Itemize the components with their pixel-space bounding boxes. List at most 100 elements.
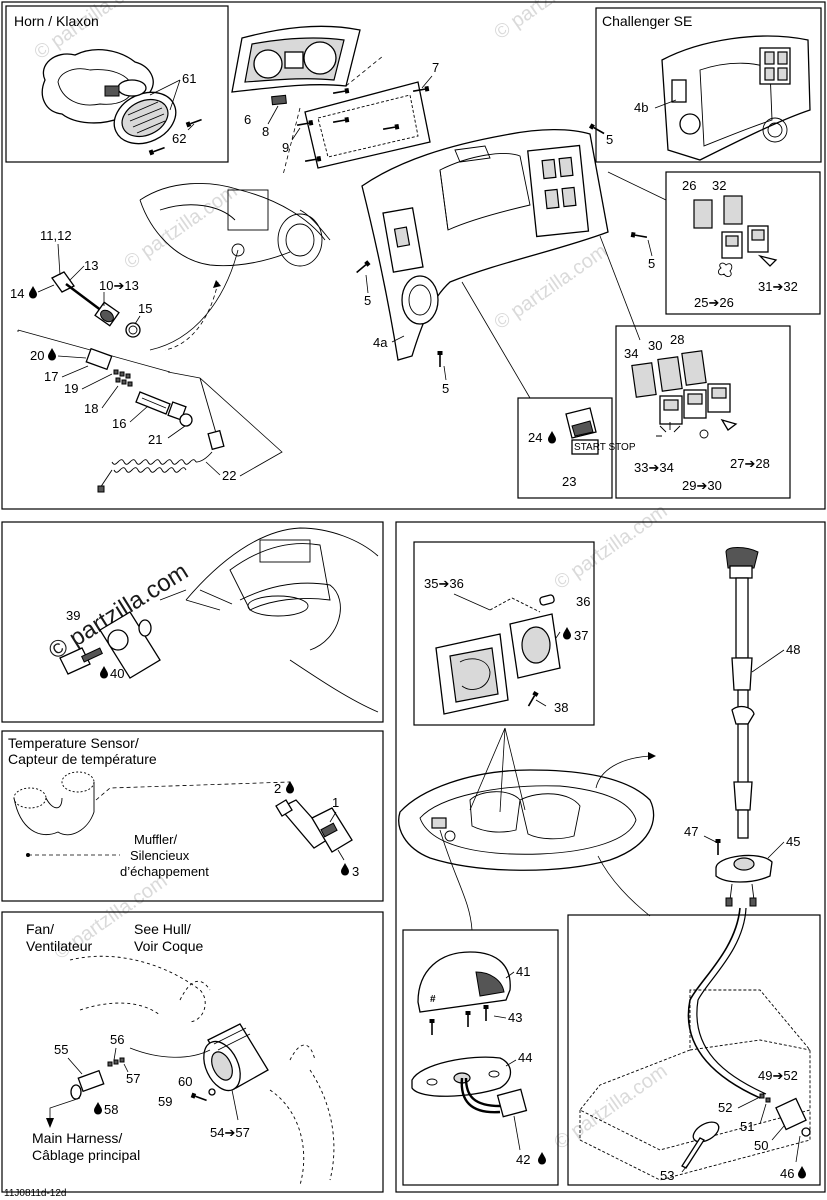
temp-title-line2: Capteur de température <box>8 751 157 767</box>
fan-connector <box>70 1057 125 1100</box>
callout-55: 55 <box>54 1042 68 1057</box>
svg-text:#: # <box>430 994 436 1005</box>
callout-53: 53 <box>660 1168 674 1183</box>
callout-44: 44 <box>518 1050 532 1065</box>
switches-kit-a <box>717 225 778 278</box>
callout-5-left: 5 <box>364 293 371 308</box>
callout-29-30: 29➔30 <box>682 478 722 493</box>
cluster-gasket <box>304 81 431 169</box>
callout-45: 45 <box>786 834 800 849</box>
switch-kit-panel-b <box>615 325 791 499</box>
callout-17: 17 <box>44 369 58 384</box>
accessory-outlet <box>59 611 161 679</box>
gauge-cluster <box>231 25 361 106</box>
horn-title: Horn / Klaxon <box>14 13 99 29</box>
callout-36: 36 <box>576 594 590 609</box>
accessory-connector <box>85 347 193 427</box>
callout-26: 26 <box>682 178 696 193</box>
callout-30: 30 <box>648 338 662 353</box>
challenger-title: Challenger SE <box>602 13 692 29</box>
lights-panel <box>395 521 826 1193</box>
callout-25-26: 25➔26 <box>694 295 734 310</box>
harness-line2: Câblage principal <box>32 1147 140 1163</box>
pole-light-connector <box>759 1093 811 1137</box>
callout-5-top-right: 5 <box>606 132 613 147</box>
callout-47: 47 <box>684 824 698 839</box>
callout-41: 41 <box>516 964 530 979</box>
callout-13: 13 <box>84 258 98 273</box>
gauge-light-inset <box>413 541 595 726</box>
callout-50: 50 <box>754 1138 768 1153</box>
start-button: START STOP <box>565 407 636 455</box>
callout-4b: 4b <box>634 100 648 115</box>
pole-light-base-inset <box>567 914 821 1186</box>
switch-kit-panel-a <box>665 171 821 315</box>
callout-5-right: 5 <box>648 256 655 271</box>
horn-panel <box>5 5 229 163</box>
muffler-drawing <box>13 771 95 836</box>
coiled-cable <box>97 377 225 493</box>
console-floor-drawing <box>579 989 811 1181</box>
callout-33-34: 33➔34 <box>634 460 674 475</box>
callout-21: 21 <box>148 432 162 447</box>
callout-58: 58 <box>104 1102 118 1117</box>
watermark: © partzilla.com <box>490 0 611 44</box>
main-console <box>361 128 609 361</box>
gauge-housing <box>509 594 561 679</box>
upper-section-frame <box>1 1 826 510</box>
decal-26 <box>693 199 713 229</box>
callout-38: 38 <box>554 700 568 715</box>
callout-59: 59 <box>158 1094 172 1109</box>
harness-line1: Main Harness/ <box>32 1130 122 1146</box>
callout-48: 48 <box>786 642 800 657</box>
accessory-outlet-panel <box>1 521 384 723</box>
gauge-bezel <box>435 597 541 715</box>
decal-32 <box>723 195 743 225</box>
callout-11-12: 11,12 <box>40 228 72 243</box>
diag-connector <box>51 271 141 338</box>
callout-56: 56 <box>110 1032 124 1047</box>
callout-35-36: 35➔36 <box>424 576 464 591</box>
callout-46: 46 <box>780 1166 794 1181</box>
muffler-line3: d’échappement <box>120 864 209 879</box>
boat-overview <box>398 769 655 871</box>
callout-61: 61 <box>182 71 196 86</box>
watermark: © partzilla.com <box>550 500 671 594</box>
callout-37: 37 <box>574 628 588 643</box>
fan-panel <box>1 911 384 1193</box>
callout-7: 7 <box>432 60 439 75</box>
callout-4a: 4a <box>373 335 388 350</box>
callout-34: 34 <box>624 346 638 361</box>
callout-39: 39 <box>66 608 80 623</box>
callout-32: 32 <box>712 178 726 193</box>
callout-6: 6 <box>244 112 251 127</box>
callout-42: 42 <box>516 1152 530 1167</box>
callout-22: 22 <box>222 468 236 483</box>
fan-unit <box>203 1023 269 1092</box>
muffler-line2: Silencieux <box>130 848 190 863</box>
challenger-console <box>661 35 811 161</box>
horn-drawing <box>41 49 204 157</box>
callout-23: 23 <box>562 474 576 489</box>
start-button-panel <box>517 397 613 499</box>
navigation-light-inset <box>402 929 559 1186</box>
switches-kit-b <box>631 350 738 439</box>
muffler-line1: Muffler/ <box>134 832 177 847</box>
cable-tie <box>681 1121 720 1169</box>
pole-light <box>725 547 759 839</box>
watermark: © partzilla.com <box>120 180 241 274</box>
callout-9: 9 <box>282 140 289 155</box>
dash-view <box>139 183 331 267</box>
callout-20: 20 <box>30 348 44 363</box>
callout-60: 60 <box>178 1074 192 1089</box>
callout-54-57: 54➔57 <box>210 1125 250 1140</box>
callout-57: 57 <box>126 1071 140 1086</box>
callout-24: 24 <box>528 430 542 445</box>
callout-8: 8 <box>262 124 269 139</box>
temperature-sensor-panel <box>1 730 384 902</box>
callout-51: 51 <box>740 1119 754 1134</box>
callout-28: 28 <box>670 332 684 347</box>
fan-line1: Fan/ <box>26 921 54 937</box>
challenger-panel <box>595 7 822 163</box>
